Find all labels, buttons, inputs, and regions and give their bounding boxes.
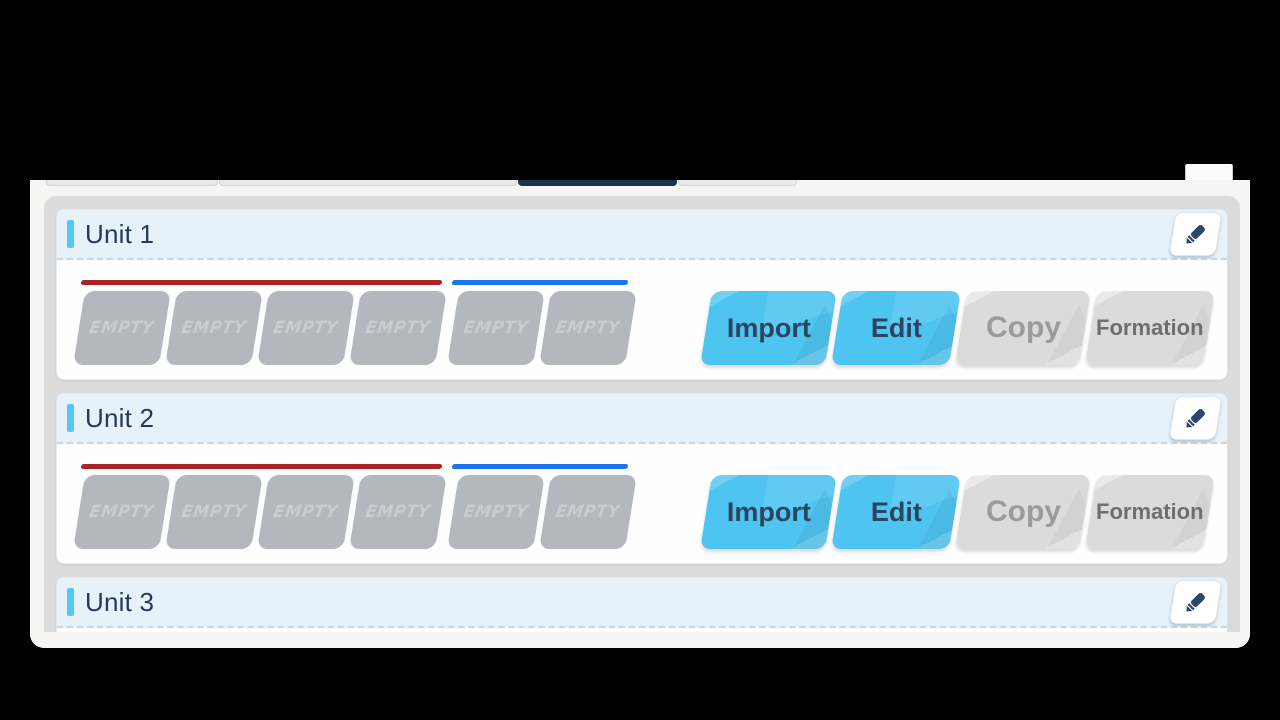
accent-bar [67,404,74,432]
blue-team-line [451,464,629,469]
unit-card: Unit 1 [56,209,1228,380]
slot-label: EMPTY [462,318,530,338]
edit-unit-button[interactable] [1168,580,1223,624]
formation-label: Formation [1096,315,1204,340]
unit-slot[interactable]: EMPTY [349,475,447,549]
slot-label: EMPTY [554,318,622,338]
import-button[interactable]: Import [700,291,837,365]
slot-label: EMPTY [88,502,156,522]
edit-label: Edit [870,312,922,343]
edit-button[interactable]: Edit [831,291,961,365]
team-lines [80,280,1209,285]
unit-body: EMPTY EMPTY EMPTY EMPTY EMPTY EMPTY Impo… [57,260,1227,379]
unit-slot[interactable]: EMPTY [165,475,263,549]
unit-header: Unit 3 [57,578,1227,628]
edit-label: Edit [870,496,922,527]
copy-button[interactable]: Copy [955,291,1091,365]
edit-unit-button[interactable] [1168,212,1223,256]
units-panel: Unit 1 [44,196,1240,648]
unit-slot[interactable]: EMPTY [349,291,447,365]
unit-title: Unit 2 [85,402,155,433]
slot-row: EMPTY EMPTY EMPTY EMPTY EMPTY EMPTY Impo… [73,475,1215,549]
tab-segment[interactable] [219,180,517,186]
tab-segment[interactable] [46,180,218,186]
unit-title: Unit 3 [85,586,155,617]
formation-button[interactable]: Formation [1085,291,1215,365]
accent-bar [67,220,74,248]
red-team-line [80,464,443,469]
slot-label: EMPTY [88,318,156,338]
edit-unit-button[interactable] [1168,396,1223,440]
pencil-icon [1182,405,1209,432]
import-button[interactable]: Import [700,475,837,549]
edit-button[interactable]: Edit [831,475,961,549]
formation-label: Formation [1096,499,1204,524]
pencil-icon [1182,589,1209,616]
unit-slot[interactable]: EMPTY [257,475,355,549]
pencil-icon [1182,221,1209,248]
import-label: Import [726,312,811,343]
unit-header: Unit 1 [57,210,1227,260]
blue-team-line [451,280,629,285]
slot-label: EMPTY [180,502,248,522]
unit-slot[interactable]: EMPTY [447,291,545,365]
unit-slot[interactable]: EMPTY [73,475,171,549]
unit-slot[interactable]: EMPTY [73,291,171,365]
tab-segment[interactable] [678,180,797,186]
unit-slot[interactable]: EMPTY [447,475,545,549]
team-lines [80,464,1209,469]
action-buttons: Import Edit Copy Formation [700,291,1215,365]
copy-label: Copy [985,311,1061,344]
unit-slot[interactable]: EMPTY [539,475,637,549]
top-tab-row [30,180,1250,186]
slot-label: EMPTY [180,318,248,338]
red-team-line [80,280,443,285]
action-buttons: Import Edit Copy Formation [700,475,1215,549]
slot-label: EMPTY [364,502,432,522]
unit-title: Unit 1 [85,218,155,249]
copy-button[interactable]: Copy [955,475,1091,549]
tab-segment-active[interactable] [518,180,677,186]
unit-slot[interactable]: EMPTY [539,291,637,365]
slot-label: EMPTY [272,502,340,522]
accent-bar [67,588,74,616]
slot-row: EMPTY EMPTY EMPTY EMPTY EMPTY EMPTY Impo… [73,291,1215,365]
unit-slot[interactable]: EMPTY [165,291,263,365]
unit-body: EMPTY EMPTY EMPTY EMPTY EMPTY EMPTY Impo… [57,444,1227,563]
bottom-bar [30,632,1250,648]
unit-card: Unit 2 [56,393,1228,564]
slot-label: EMPTY [462,502,530,522]
unit-slot[interactable]: EMPTY [257,291,355,365]
formation-button[interactable]: Formation [1085,475,1215,549]
app-viewport: Unit 1 [30,180,1250,648]
slot-label: EMPTY [554,502,622,522]
slot-label: EMPTY [272,318,340,338]
import-label: Import [726,496,811,527]
slot-label: EMPTY [364,318,432,338]
unit-header: Unit 2 [57,394,1227,444]
copy-label: Copy [985,495,1061,528]
